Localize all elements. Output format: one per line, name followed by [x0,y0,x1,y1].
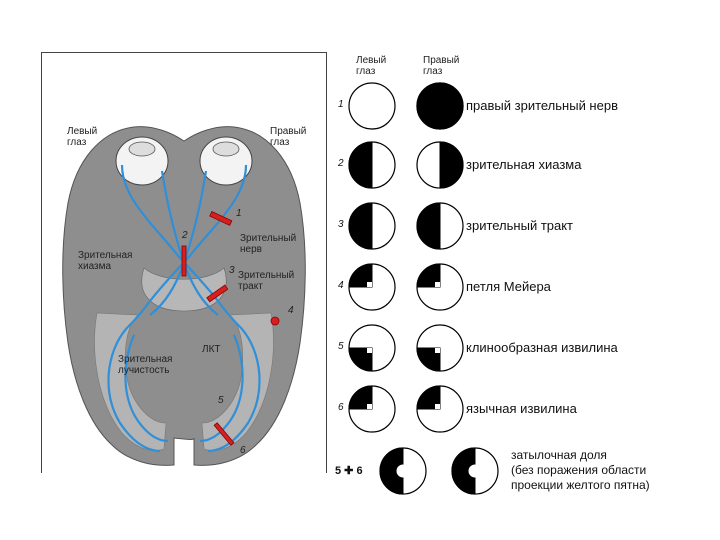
brain-diagram [62,126,306,466]
right-eye-label: Правый глаз [270,126,307,148]
row-label-6: язычная извилина [466,401,577,416]
field-row-7-left-eye [379,447,427,495]
row-number-2: 2 [338,158,344,169]
left-lens [128,141,156,157]
lgn-label: ЛКТ [202,344,221,355]
lesion-1-marker [209,211,233,226]
row-label-7: затылочная доля (без поражения области п… [511,448,650,492]
field-row-6-left-eye [348,385,396,433]
row-label-3: зрительный тракт [466,218,574,233]
field-row-4-left-eye [348,263,396,311]
left-occipital-region [94,312,167,451]
row-label-4: петля Мейера [466,279,551,294]
row-number-6: 6 [338,402,344,413]
row-number-7: 5 ✚ 6 [335,465,363,477]
lesion-number-3: 3 [229,265,235,276]
field-row-1-left-eye [348,82,396,130]
field-row-5-left-eye [348,324,396,372]
radiation-label: Зрительная лучистость [118,354,173,376]
optic-tract-label: Зрительный тракт [238,270,295,292]
lesion-number-1: 1 [236,208,242,219]
row-number-3: 3 [338,219,344,230]
midbrain-region [141,267,227,312]
row-label-2: зрительная хиазма [466,157,582,172]
field-row-7-right-eye [451,447,499,495]
field-row-5-right-eye [416,324,464,372]
row-number-1: 1 [338,99,344,110]
left-eye-column-header: Левый глаз [356,55,387,77]
lesion-2-marker [181,245,187,277]
field-row-2-right-eye [416,141,464,189]
field-row-2-left-eye [348,141,396,189]
lesion-number-6: 6 [240,445,246,456]
lesion-number-4: 4 [288,305,294,316]
field-row-3-right-eye [416,202,464,250]
row-number-5: 5 [338,341,344,352]
row-number-4: 4 [338,280,344,291]
lesion-3-marker [206,284,229,303]
row-label-5: клинообразная извилина [466,340,618,355]
lesion-number-2: 2 [182,230,188,241]
lesion-number-5: 5 [218,395,224,406]
optic-nerve-label: Зрительный нерв [240,233,297,255]
lesion-markers [181,211,280,446]
brain-diagram-panel: Левый глаз Правый глаз Зрительный нерв З… [41,52,327,473]
right-occipital-region [201,312,274,451]
field-row-1-right-eye [416,82,464,130]
visual-fields [348,82,499,495]
right-lens [212,141,240,157]
field-row-3-left-eye [348,202,396,250]
field-row-6-right-eye [416,385,464,433]
row-label-1: правый зрительный нерв [466,98,618,113]
left-eye-label: Левый глаз [67,126,98,148]
lesion-4-marker [270,316,280,326]
chiasm-label: Зрительная хиазма [78,250,133,272]
field-row-4-right-eye [416,263,464,311]
lesion-5-6-marker [213,422,235,446]
right-eye-column-header: Правый глаз [423,55,460,77]
